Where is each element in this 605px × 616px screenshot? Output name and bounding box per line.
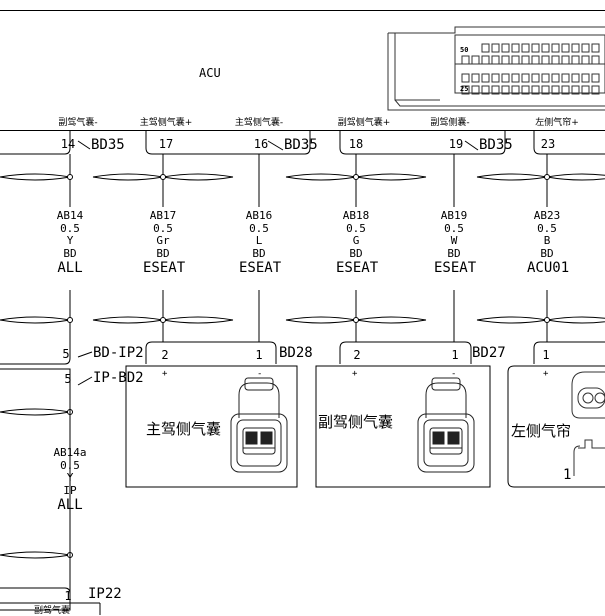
ip22-pin: 1 [64, 589, 72, 603]
acu-pin: 14 [60, 137, 76, 151]
connector-label-bd35: BD35 [284, 137, 318, 153]
inline-pin: 5 [64, 372, 72, 386]
driver-airbag-connector-icon [230, 377, 288, 473]
ip22-name: 副驾气囊 [34, 606, 71, 616]
inline-label-ip-bd2: IP-BD2 [93, 370, 144, 386]
plus-sign: + [352, 369, 358, 379]
signal-label: 副驾侧气囊+ [337, 118, 391, 128]
airbag-name: 主驾侧气囊 [146, 420, 222, 438]
airbag-name: 副驾侧气囊 [318, 413, 394, 431]
airbag-connector-label: BD27 [472, 345, 506, 361]
ip22-connector-label: IP22 [88, 586, 122, 602]
signal-label: 主驾侧气囊- [234, 118, 284, 128]
acu-connector-drawing [387, 26, 605, 111]
airbag-pin: 1 [451, 348, 459, 362]
acu-pin-number-top: 50 [460, 46, 469, 54]
airbag-pin: 2 [353, 348, 361, 362]
acu-pin: 17 [158, 137, 174, 151]
airbag-name: 左侧气帘 [511, 422, 572, 440]
curtain-tag: 1 [563, 467, 572, 483]
signal-label: 副驾侧囊- [430, 118, 470, 128]
acu-title: ACU [199, 66, 221, 80]
acu-pin: 19 [448, 137, 464, 151]
curtain-connector-icon [571, 371, 605, 476]
connector-label-bd35: BD35 [479, 137, 513, 153]
plus-sign: + [543, 369, 549, 379]
signal-label: 左侧气帘+ [535, 118, 579, 128]
minus-sign: - [451, 369, 457, 379]
connector-label-bd35: BD35 [91, 137, 125, 153]
signal-label: 副驾气囊- [58, 118, 98, 128]
airbag-pin: 1 [255, 348, 263, 362]
acu-pin-number-bottom: 25 [460, 85, 469, 93]
acu-pin: 18 [348, 137, 364, 151]
acu-pin: 23 [540, 137, 556, 151]
minus-sign: - [257, 369, 263, 379]
airbag-pin: 2 [161, 348, 169, 362]
inline-label-bd-ip2: BD-IP2 [93, 345, 144, 361]
inline-pin: 5 [62, 347, 70, 361]
plus-sign: + [162, 369, 168, 379]
signal-label: 主驾侧气囊+ [139, 118, 193, 128]
airbag-pin: 1 [542, 348, 550, 362]
airbag-connector-label: BD28 [279, 345, 313, 361]
passenger-airbag-connector-icon [417, 377, 475, 473]
acu-pin: 16 [253, 137, 269, 151]
